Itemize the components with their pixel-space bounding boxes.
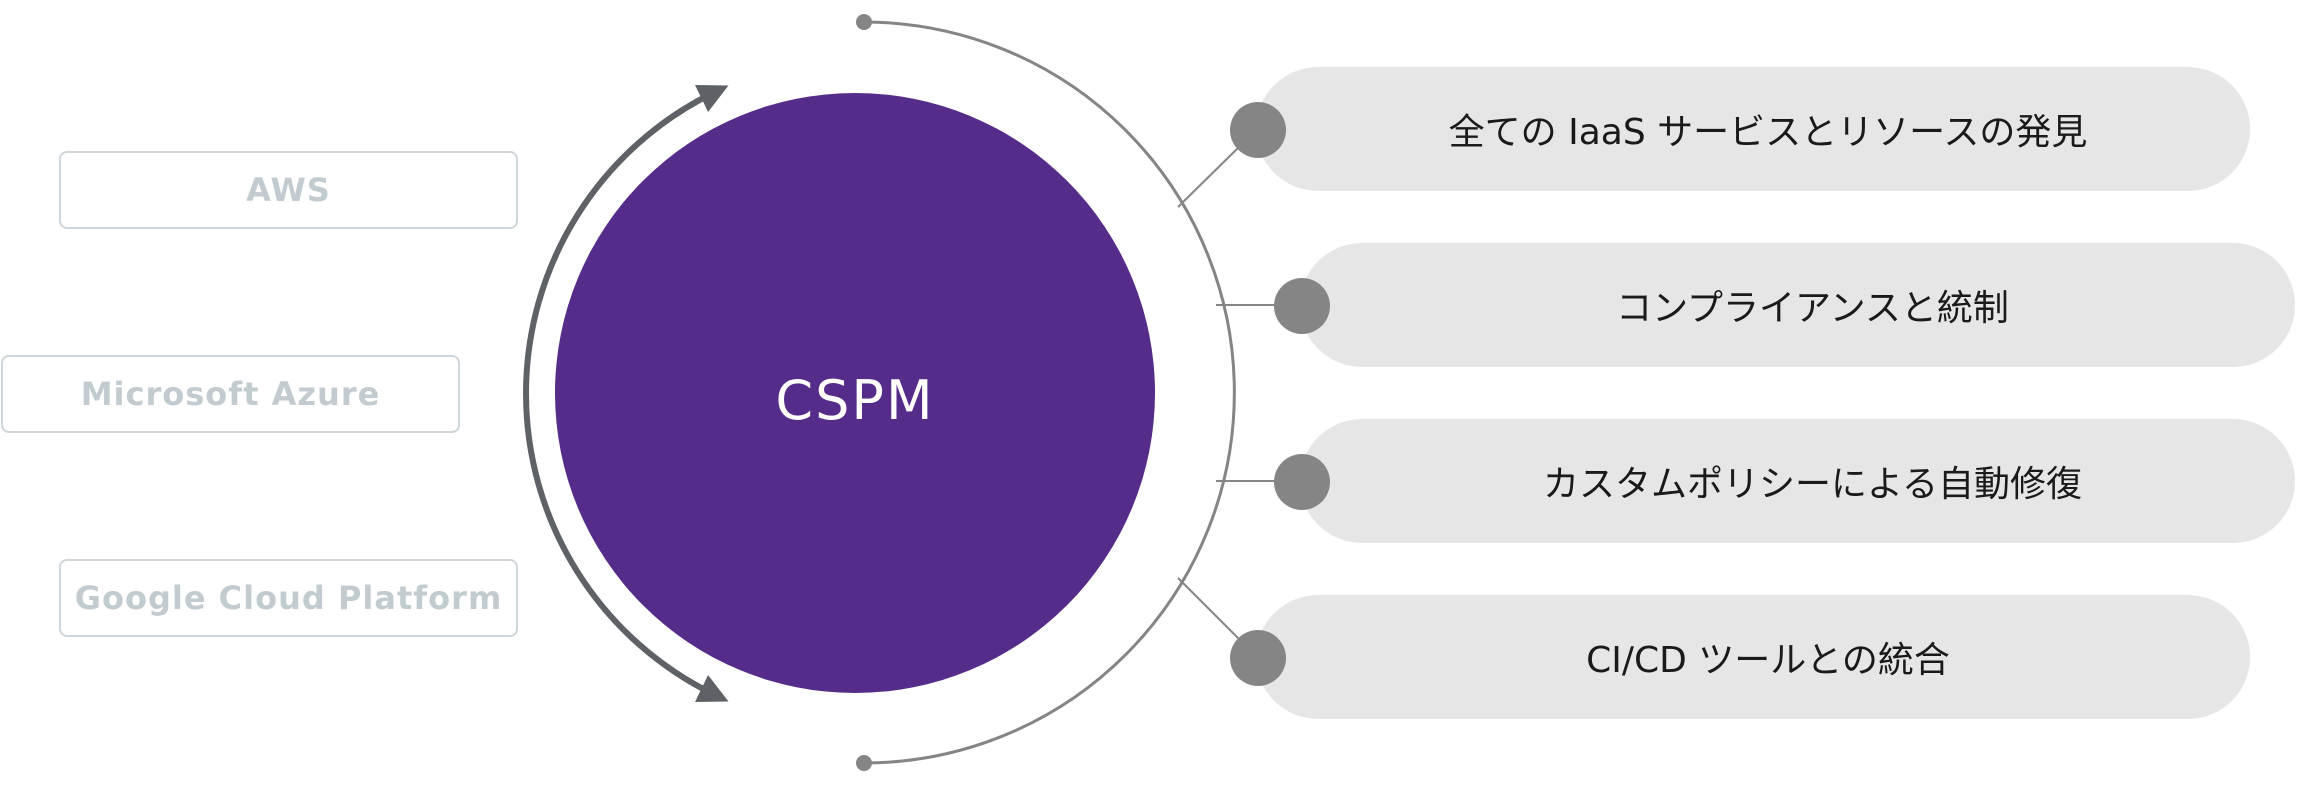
feature-1-dot-icon (1230, 102, 1286, 158)
cspm-circle (555, 93, 1155, 693)
provider-gcp: Google Cloud Platform (59, 559, 518, 637)
arc-top-endpoint-icon (856, 14, 872, 30)
provider-azure: Microsoft Azure (1, 355, 460, 433)
arc-bottom-endpoint-icon (856, 755, 872, 771)
connector-line-4 (1177, 577, 1241, 641)
feature-cicd: CI/CD ツールとの統合 (1256, 595, 2250, 719)
feature-discovery: 全ての IaaS サービスとリソースの発見 (1256, 67, 2250, 191)
feature-remediation: カスタムポリシーによる自動修復 (1300, 419, 2295, 543)
cspm-label: CSPM (775, 368, 935, 432)
feature-2-dot-icon (1274, 278, 1330, 334)
feature-compliance: コンプライアンスと統制 (1300, 243, 2295, 367)
feature-4-dot-icon (1230, 630, 1286, 686)
curved-double-arrow-icon (523, 85, 729, 702)
feature-3-dot-icon (1274, 454, 1330, 510)
outer-arc (863, 20, 1236, 765)
provider-aws: AWS (59, 151, 518, 229)
connector-line-1 (1177, 145, 1241, 208)
